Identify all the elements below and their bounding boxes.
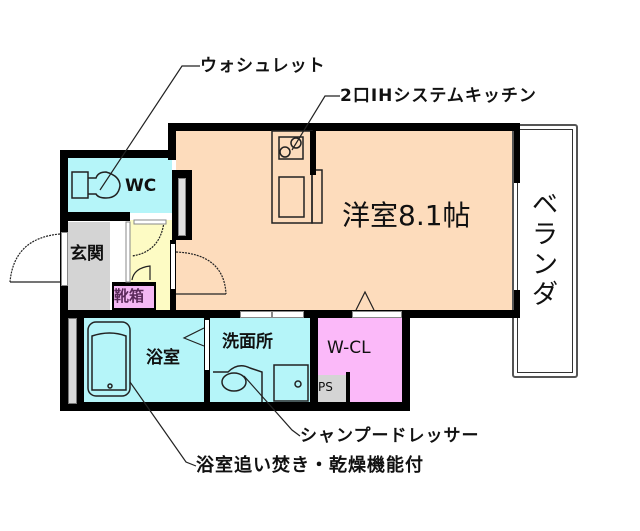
- room-label-shoe-box: 靴箱: [114, 287, 145, 305]
- callout-shampoo-dresser: シャンプードレッサー: [300, 426, 480, 446]
- bathroom: [84, 318, 204, 402]
- veranda: [512, 124, 578, 378]
- entrance-door-frame: [61, 232, 68, 286]
- ps-area: [316, 375, 346, 402]
- callout-kitchen: 2口IHシステムキッチン: [340, 86, 537, 106]
- wall-ps: [346, 372, 350, 402]
- callout-leaders: [99, 65, 340, 467]
- window-mid-1: [240, 311, 272, 318]
- wall-wc-left: [60, 150, 68, 222]
- wall-top-main: [168, 123, 520, 131]
- room-label-veranda: ベランダ: [532, 190, 559, 310]
- washroom: [210, 318, 312, 402]
- window-wc: [178, 178, 186, 236]
- wall-right-main-upper: [514, 123, 520, 183]
- wall-wash-closet: [310, 318, 318, 402]
- toilet-icon: [71, 171, 121, 199]
- callout-washlet: ウォシュレット: [200, 56, 326, 76]
- kitchen-wall: [310, 131, 316, 175]
- callout-bath-features: 浴室追い焚き・乾燥機能付: [196, 455, 424, 476]
- bath-door: [205, 320, 209, 370]
- washbasin-icon: [213, 364, 309, 402]
- window-bath: [68, 318, 77, 404]
- wall-wc-top: [60, 150, 176, 158]
- kitchen-counter: [271, 130, 323, 224]
- wall-bottom: [60, 402, 410, 411]
- room-label-entrance: 玄関: [70, 244, 104, 264]
- room-label-washroom: 洗面所: [222, 332, 273, 352]
- room-label-bathroom: 浴室: [146, 348, 180, 368]
- door-frame-hall: [171, 244, 175, 289]
- wall-right-main-lower: [514, 290, 520, 316]
- room-label-ps: PS: [318, 380, 333, 394]
- room-label-closet: W-CL: [327, 338, 371, 358]
- wall-closet-right: [402, 310, 410, 410]
- closet-door: [352, 311, 402, 318]
- western-room: [176, 130, 516, 310]
- window-mid-2: [272, 311, 304, 318]
- room-label-western: 洋室8.1帖: [342, 199, 471, 232]
- wall-wc-bottom: [60, 212, 130, 221]
- wall-left-main: [168, 123, 176, 160]
- bathtub-icon: [87, 321, 131, 397]
- room-label-wc: WC: [125, 176, 157, 196]
- shoe-box-fill: [114, 286, 154, 308]
- entrance-area: [68, 222, 110, 310]
